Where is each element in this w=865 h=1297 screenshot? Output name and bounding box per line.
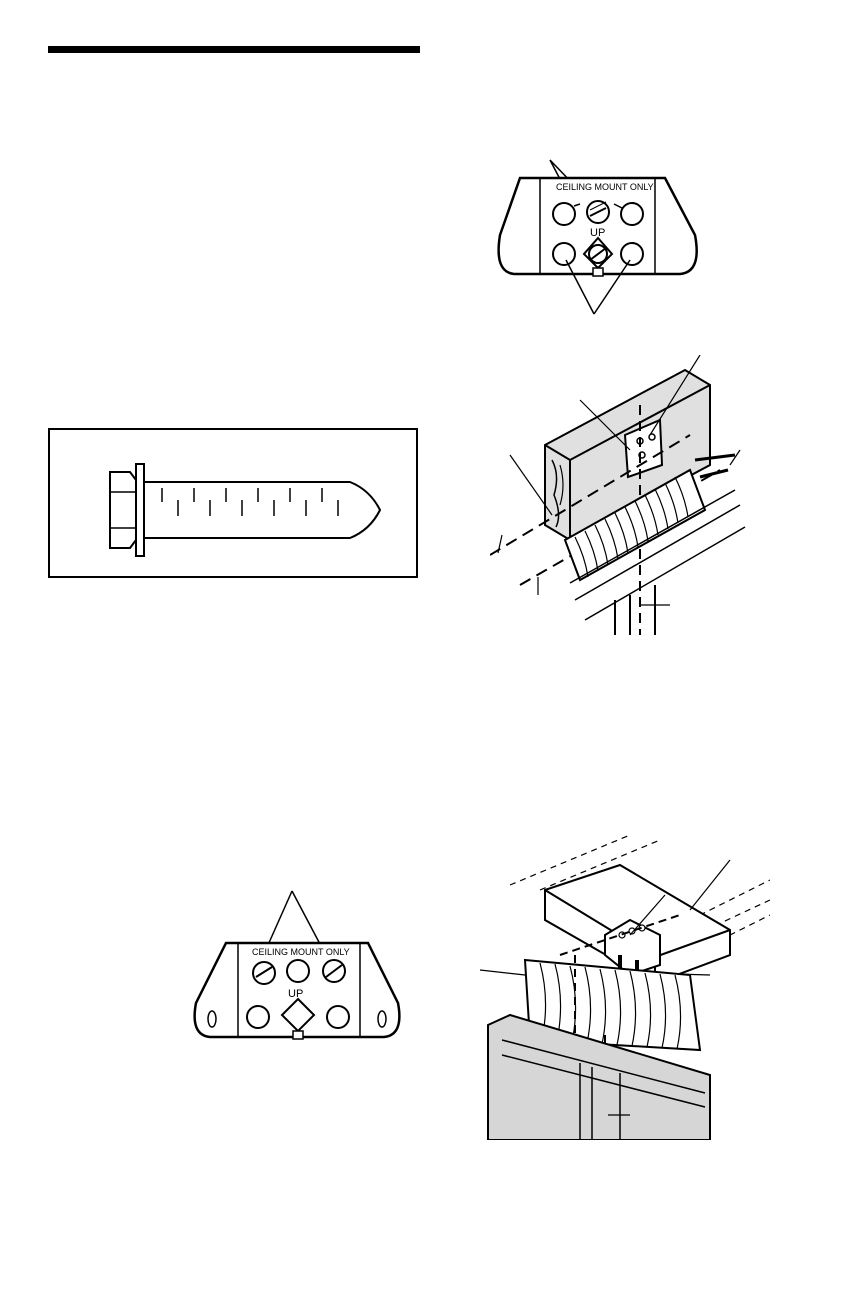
- mounting-bracket-bottom: CEILING MOUNT ONLY UP: [188, 885, 408, 1045]
- bracket-bottom-caption: CEILING MOUNT ONLY: [252, 947, 350, 957]
- bracket-top-caption: CEILING MOUNT ONLY: [556, 182, 654, 192]
- lag-screw-illustration: [50, 430, 416, 576]
- header-bracket-installation: [490, 355, 760, 635]
- lag-screw-figure: [48, 428, 418, 578]
- ceiling-bracket-installation: [480, 835, 770, 1140]
- bracket-bottom-up-label: UP: [288, 988, 303, 1000]
- section-heading-rule: [48, 46, 420, 53]
- mounting-bracket-top: CEILING MOUNT ONLY UP: [490, 150, 730, 330]
